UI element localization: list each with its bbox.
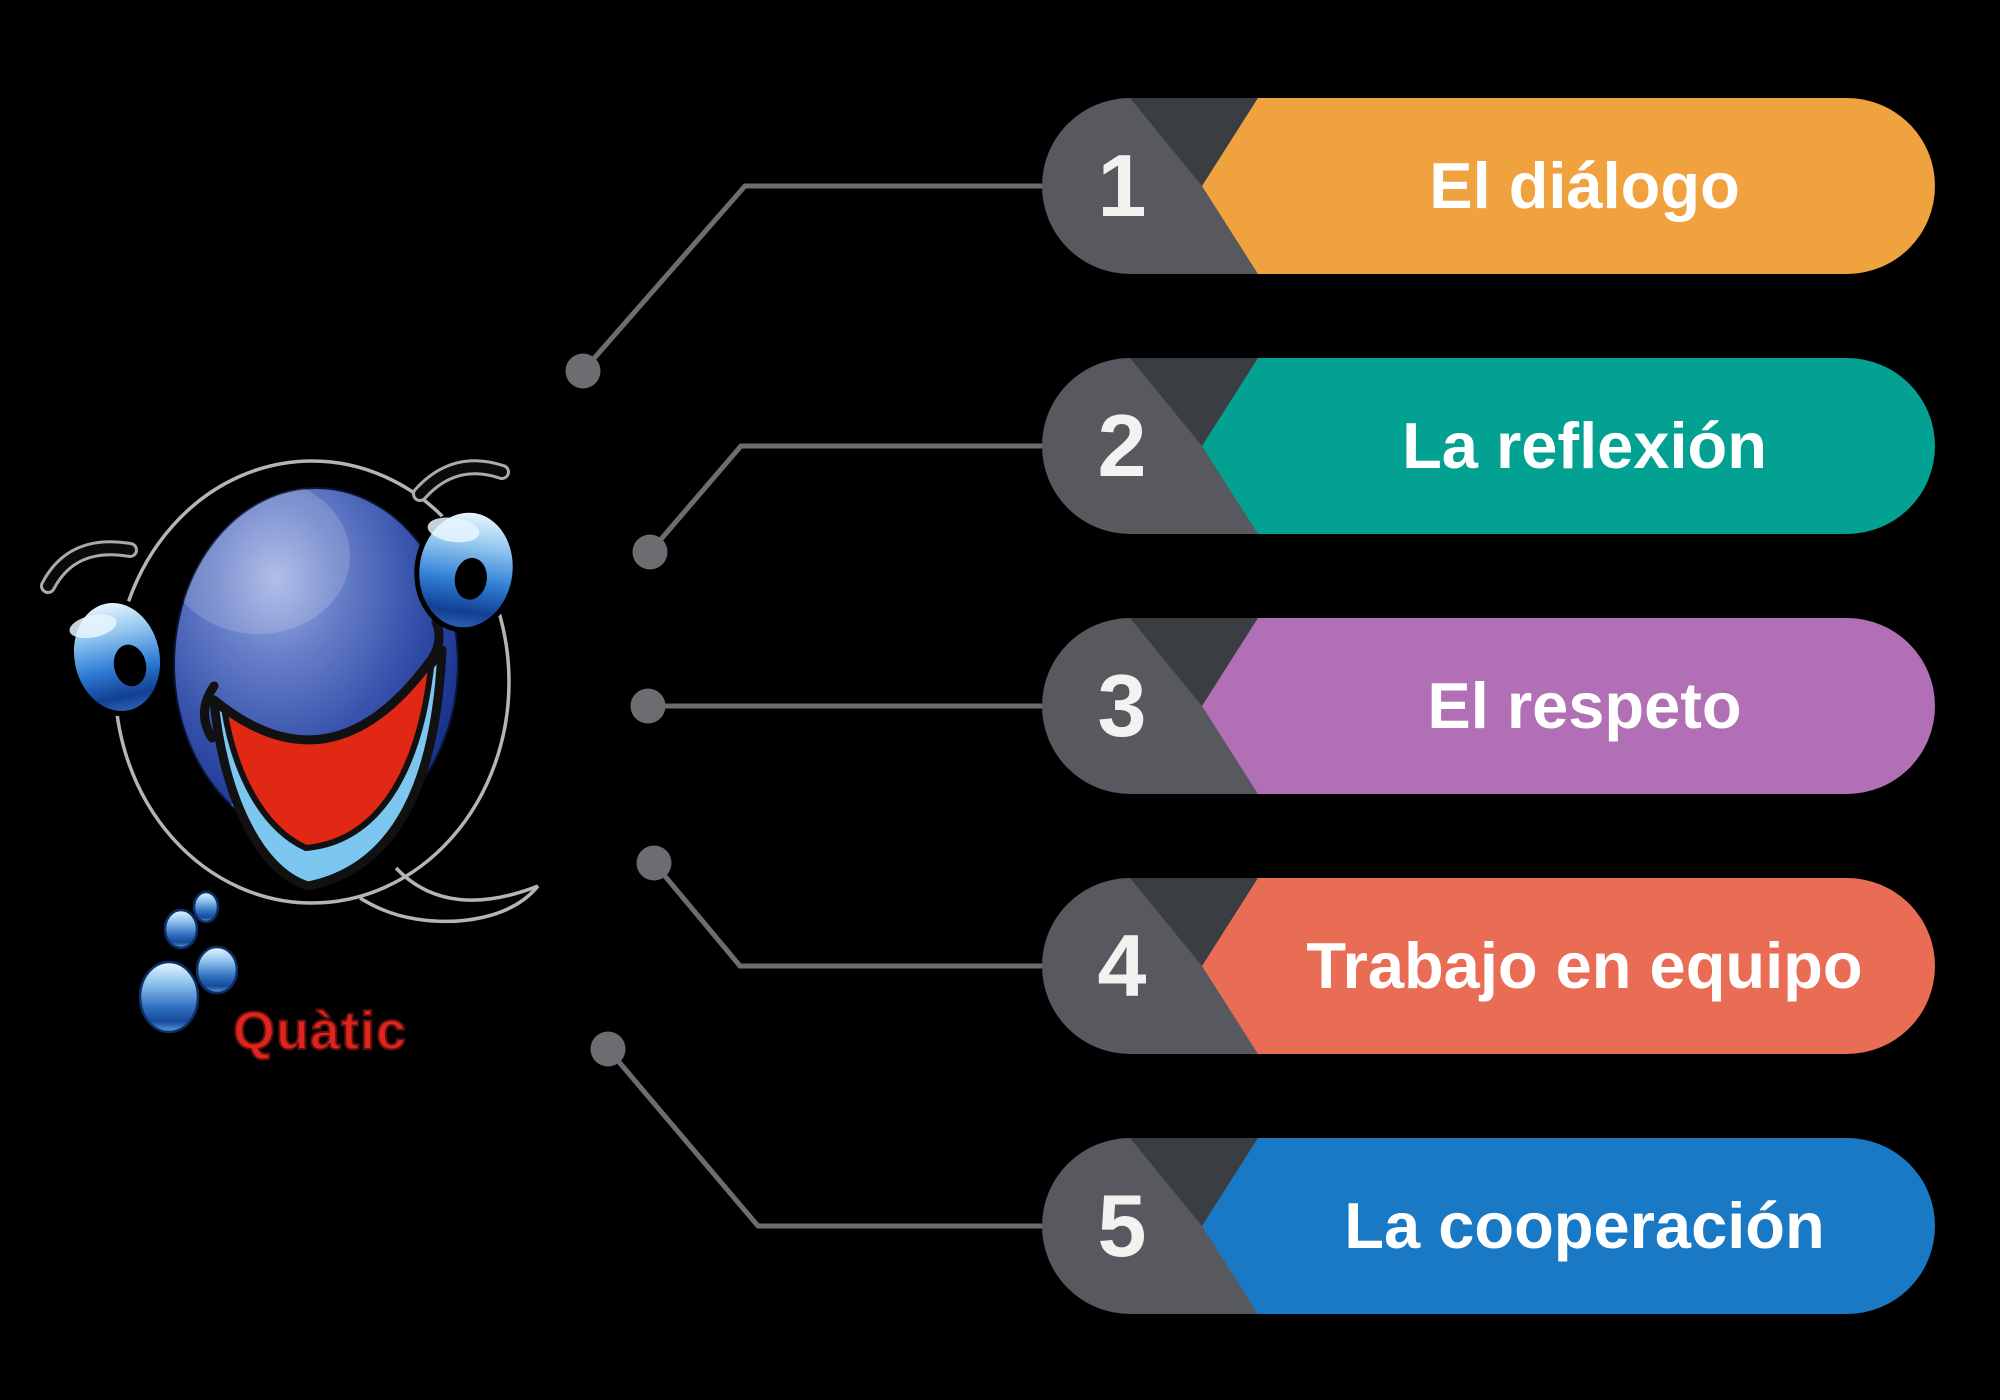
item-number: 3 [1097, 656, 1147, 755]
item-label: El respeto [1427, 669, 1742, 742]
mascot-q-tail-lower [359, 884, 540, 924]
connector-dot-4 [636, 845, 672, 881]
ribbon-shape [1202, 618, 1935, 794]
item-label: La reflexión [1402, 409, 1767, 482]
mascot-droplets [138, 890, 239, 1034]
ribbon-shape [1202, 1138, 1935, 1314]
connector-dots [565, 353, 672, 1067]
droplet-icon [138, 960, 200, 1034]
connector-line-2 [648, 443, 1044, 554]
item-number: 4 [1097, 916, 1147, 1015]
droplet-icon [163, 908, 199, 950]
connector-dot-1 [565, 353, 601, 389]
item-banner-3: 3 El respeto [1042, 618, 1935, 794]
connector-line-5 [606, 1047, 1044, 1229]
connector-line-4 [652, 861, 1044, 969]
mascot-right-eye [414, 507, 518, 633]
mascot-left-pupil [113, 644, 147, 687]
mascot-right-pupil [454, 557, 487, 600]
connector-dot-5 [590, 1031, 626, 1067]
mascot-right-eyebrow [415, 462, 507, 499]
mascot-left-eye-highlight [69, 614, 117, 639]
ribbon-shape [1202, 358, 1935, 534]
connector-lines [581, 183, 1044, 1229]
connector-dot-3 [630, 688, 666, 724]
item-label: El diálogo [1429, 149, 1740, 222]
item-number: 1 [1097, 136, 1147, 235]
mascot-q-tail-icon [394, 866, 539, 902]
droplet-icon [195, 945, 239, 995]
item-banner-1: 1 El diálogo [1042, 98, 1935, 274]
mascot-right-eye-highlight [427, 517, 480, 543]
item-banner-5: 5 La cooperación [1042, 1138, 1935, 1314]
mascot-left-eye [68, 597, 166, 717]
item-banner-2: 2 La reflexión [1042, 358, 1935, 534]
item-number: 2 [1097, 396, 1147, 495]
item-banner-4: 4 Trabajo en equipo [1042, 878, 1935, 1054]
connector-dot-2 [632, 534, 668, 570]
connector-line-1 [581, 183, 1044, 373]
mascot-quatic-logo [40, 459, 540, 1034]
mascot-smile-left-tick [200, 681, 219, 743]
item-label: La cooperación [1344, 1189, 1825, 1262]
droplet-icon [192, 890, 220, 924]
item-number: 5 [1097, 1176, 1147, 1275]
item-label: Trabajo en equipo [1306, 929, 1863, 1002]
ribbon-shape [1202, 98, 1935, 274]
mascot-left-eyebrow [43, 543, 135, 591]
mascot-smile-line [209, 617, 444, 745]
ribbon-shape [1202, 878, 1935, 1054]
logo-wordmark: Quàtic [232, 1000, 408, 1062]
